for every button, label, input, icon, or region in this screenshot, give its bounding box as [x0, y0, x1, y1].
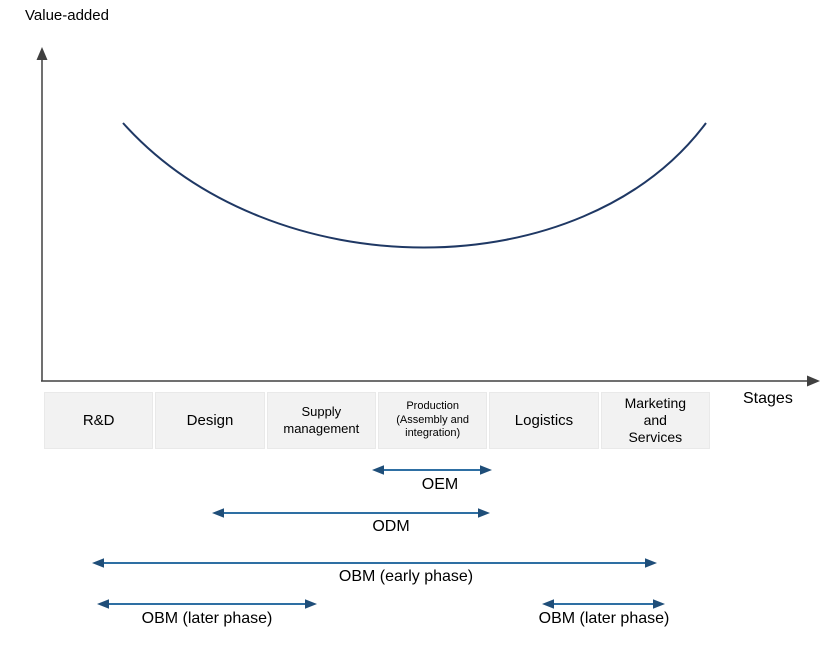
arrowhead-left-icon [92, 558, 104, 568]
oem-label: OEM [421, 476, 459, 493]
odm-arrow-glyph [212, 508, 490, 518]
x-axis-label: Stages [743, 390, 793, 407]
arrowhead-right-icon [480, 465, 492, 475]
obm-later-left-label: OBM (later phase) [141, 610, 273, 627]
arrowhead-right-icon [645, 558, 657, 568]
arrowhead-right-icon [653, 599, 665, 609]
stage-box-design: Design [155, 392, 265, 449]
odm-label: ODM [372, 518, 410, 535]
stage-label-marketing-services: Marketing and Services [624, 395, 687, 445]
smile-curve [122, 122, 707, 249]
odm-arrow [212, 507, 490, 519]
stage-label-design: Design [186, 412, 234, 429]
obm-later-right-arrow-glyph [542, 599, 665, 609]
oem-arrow [372, 464, 492, 476]
x-axis-arrowhead-icon [807, 375, 820, 387]
stage-box-marketing-services: Marketing and Services [600, 392, 710, 449]
arrowhead-left-icon [97, 599, 109, 609]
y-axis-label: Value-added [25, 7, 109, 24]
arrowhead-left-icon [542, 599, 554, 609]
arrowhead-left-icon [372, 465, 384, 475]
obm-later-left-arrow [97, 598, 317, 610]
stage-box-rd: R&D [44, 392, 154, 449]
obm-later-right-arrow [542, 598, 665, 610]
obm-later-left-arrow-glyph [97, 599, 317, 609]
stages-row: R&D Design Supply management Production … [44, 392, 710, 449]
arrowhead-left-icon [212, 508, 224, 518]
obm-early-arrow-glyph [92, 558, 657, 568]
oem-arrow-glyph [372, 465, 492, 475]
stage-box-logistics: Logistics [489, 392, 599, 449]
obm-later-right-label: OBM (later phase) [538, 610, 670, 627]
stage-label-supply-management: Supply management [283, 404, 360, 436]
arrowhead-right-icon [478, 508, 490, 518]
obm-early-label: OBM (early phase) [338, 568, 474, 585]
obm-early-arrow [92, 557, 657, 569]
arrowhead-right-icon [305, 599, 317, 609]
stage-box-supply-management: Supply management [266, 392, 376, 449]
stage-label-production: Production (Assembly and integration) [396, 399, 470, 440]
y-axis-arrowhead-icon [36, 47, 48, 60]
stage-label-rd: R&D [82, 412, 115, 429]
stage-box-production: Production (Assembly and integration) [377, 392, 488, 449]
stage-label-logistics: Logistics [514, 412, 574, 429]
